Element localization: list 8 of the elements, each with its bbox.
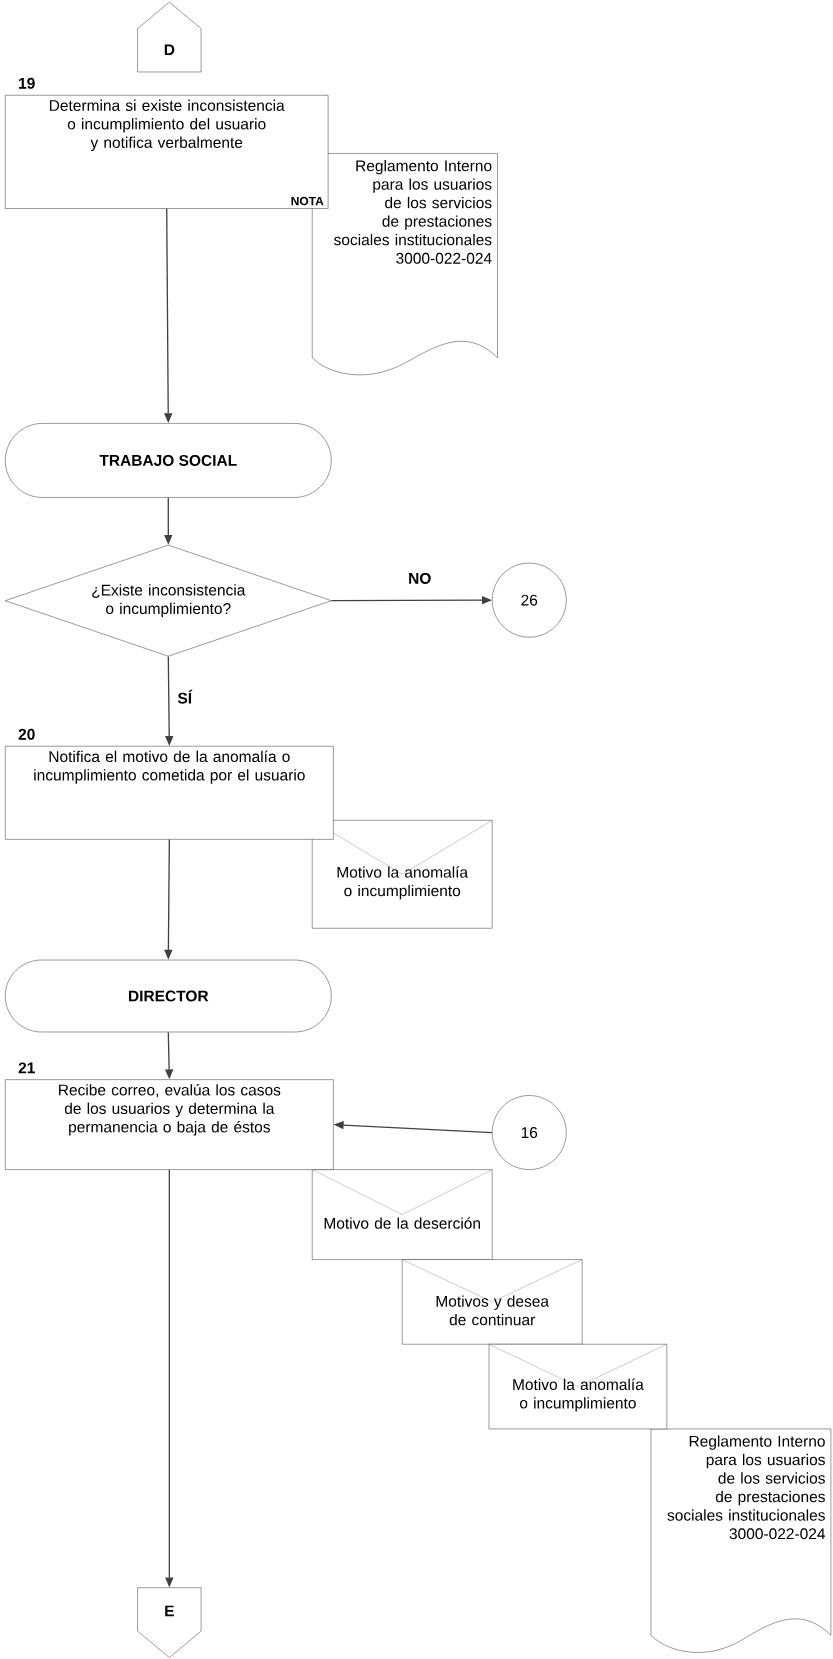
- process-box: Notifica el motivo de la anomalía o incumplimiento cometida por el usuario: [5, 746, 334, 840]
- step-number: 19: [19, 77, 35, 89]
- process-box: Determina si existe inconsistencia o incumplimiento del usuario y notifica verbalmente NOTA: [5, 95, 329, 209]
- step-number: 20: [18, 728, 35, 740]
- step-number: 21: [18, 1062, 35, 1074]
- off-page-connector: E: [137, 1587, 202, 1658]
- off-page-connector: D: [137, 1, 202, 73]
- process-box: Recibe correo, evalúa los casos de los usuarios y determina la permanencia o baja de éstos: [5, 1079, 334, 1170]
